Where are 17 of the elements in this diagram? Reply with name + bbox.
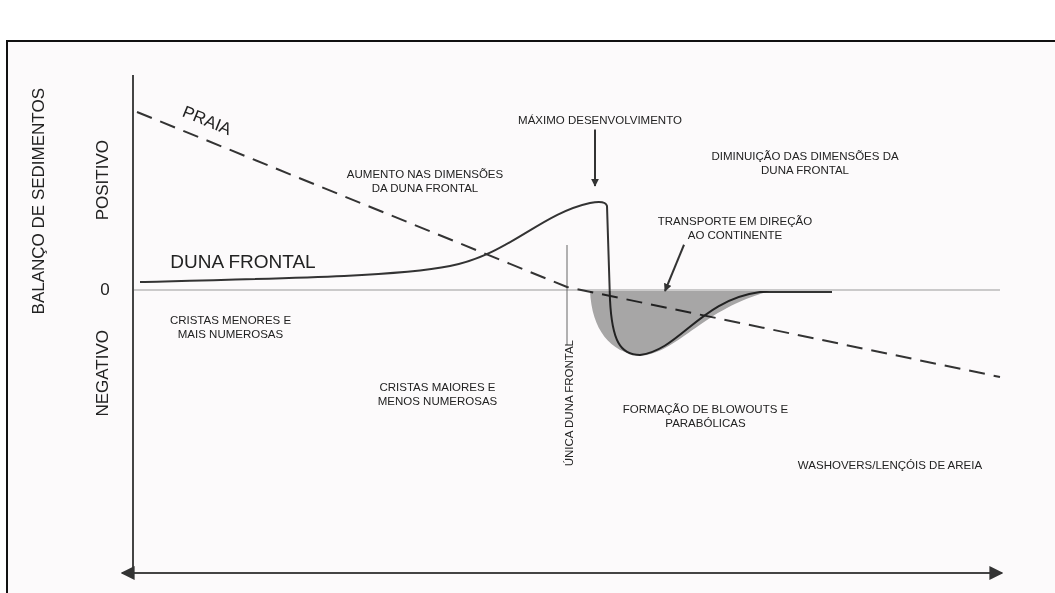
zone-label: WASHOVERS/LENÇÓIS DE AREIA (796, 458, 984, 473)
arrow (664, 243, 685, 292)
shaded-area (590, 291, 770, 356)
zone-label: ÚNICA DUNA FRONTAL (562, 340, 576, 467)
axis-value: 0 (99, 279, 111, 301)
zone-label: DIMINUIÇÃO DAS DIMENSÕES DA DUNA FRONTAL (710, 149, 900, 178)
zone-label: CRISTAS MENORES E MAIS NUMEROSAS (168, 313, 293, 342)
zone-label: FORMAÇÃO DE BLOWOUTS E PARABÓLICAS (621, 402, 790, 431)
axis-title: BALANÇO DE SEDIMENTOS (28, 88, 49, 315)
axis-label: NEGATIVO (92, 330, 113, 417)
zone-label: CRISTAS MAIORES E MENOS NUMEROSAS (376, 380, 499, 409)
callout-text: TRANSPORTE EM DIREÇÃO AO CONTINENTE (655, 214, 815, 243)
arrow (591, 128, 599, 187)
callout-text: MÁXIMO DESENVOLVIMENTO (505, 113, 695, 128)
curve-label: DUNA FRONTAL (169, 250, 317, 274)
axis-label: POSITIVO (92, 140, 113, 221)
zone-label: AUMENTO NAS DIMENSÕES DA DUNA FRONTAL (345, 167, 505, 196)
